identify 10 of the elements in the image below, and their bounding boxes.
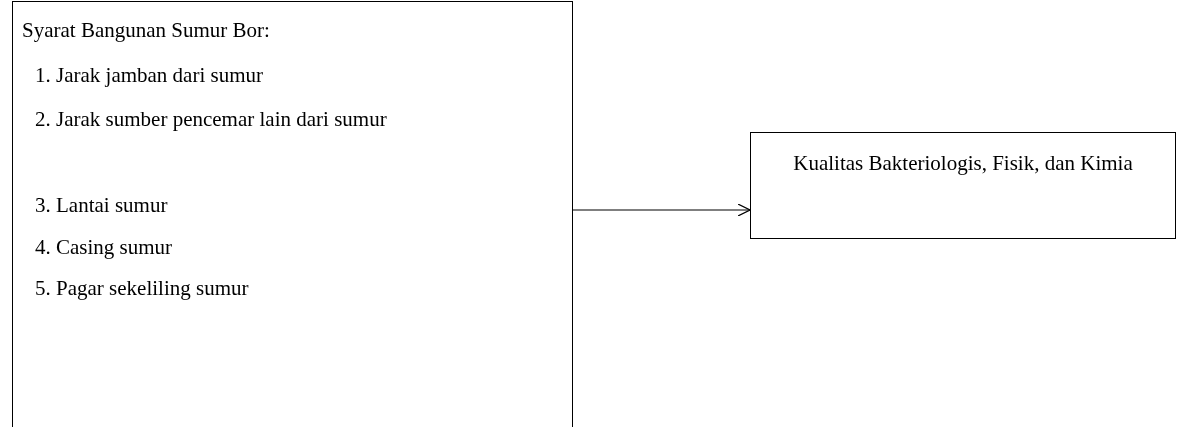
- process-box: [12, 1, 573, 427]
- list-item: 4. Casing sumur: [35, 234, 174, 261]
- box-heading: Syarat Bangunan Sumur Bor:: [22, 17, 270, 44]
- arrow: [572, 203, 751, 217]
- list-item: 2. Jarak sumber pencemar lain dari sumur: [35, 106, 388, 133]
- list-item: 3. Lantai sumur: [35, 192, 169, 219]
- list-item: 1. Jarak jamban dari sumur: [35, 62, 265, 89]
- box-text: Kualitas Bakteriologis, Fisik, dan Kimia: [792, 150, 1134, 177]
- list-item: 5. Pagar sekeliling sumur: [35, 275, 250, 302]
- process-box: [750, 132, 1176, 239]
